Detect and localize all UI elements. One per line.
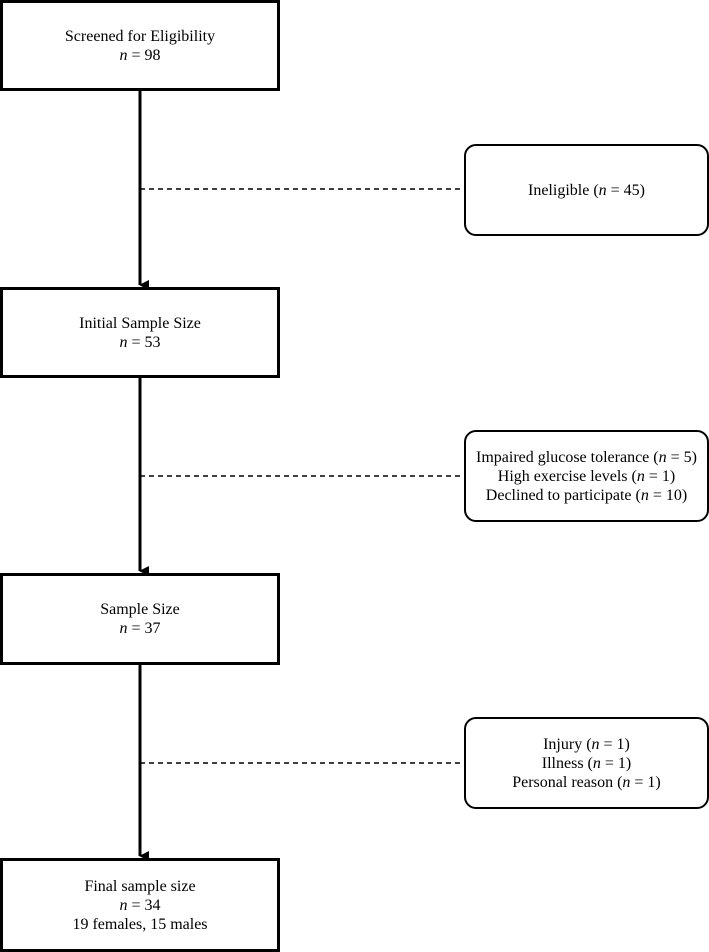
exclusions-box-2: Injury (n = 1) Illness (n = 1) Personal …	[464, 717, 709, 809]
exclusions-box-1: Impaired glucose tolerance (n = 5) High …	[464, 430, 709, 522]
exclusion-reason: Impaired glucose tolerance (n = 5)	[476, 448, 697, 466]
box-title: Screened for Eligibility	[64, 27, 216, 45]
exclusion-reason: Illness (n = 1)	[541, 754, 632, 772]
exclusion-reason: Ineligible (n = 45)	[528, 181, 645, 199]
box-title: Sample Size	[100, 601, 180, 618]
box-count: n = 34	[119, 896, 161, 914]
box-count: n = 37	[119, 620, 161, 637]
exclusion-reason: Personal reason (n = 1)	[512, 773, 661, 791]
exclusion-reason: Injury (n = 1)	[543, 735, 630, 753]
exclusion-reason: Declined to participate (n = 10)	[485, 486, 688, 504]
box-title: Final sample size	[84, 877, 196, 895]
box-title: Initial Sample Size	[79, 314, 201, 332]
sample-size-box: Sample Size n = 37	[0, 573, 280, 665]
screened-box: Screened for Eligibility n = 98	[0, 0, 280, 91]
box-breakdown: 19 females, 15 males	[72, 915, 208, 933]
final-sample-box: Final sample size n = 34 19 females, 15 …	[0, 858, 280, 952]
exclusion-reason: High exercise levels (n = 1)	[497, 467, 676, 485]
ineligible-box: Ineligible (n = 45)	[464, 144, 709, 236]
box-count: n = 53	[119, 333, 161, 351]
initial-sample-box: Initial Sample Size n = 53	[0, 287, 280, 378]
box-count: n = 98	[119, 46, 161, 64]
